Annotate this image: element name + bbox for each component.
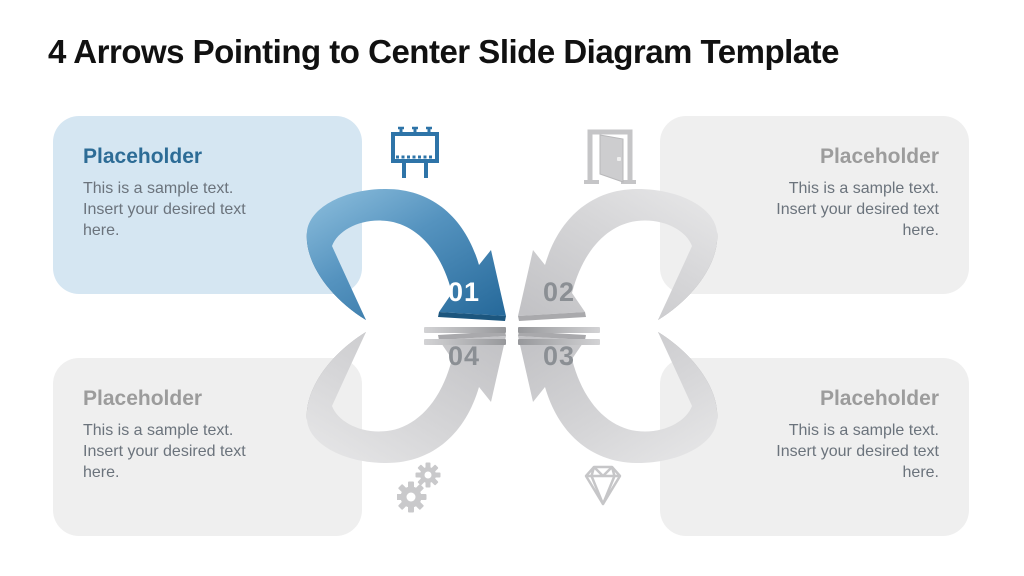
arrows-to-center-graphic xyxy=(306,189,718,463)
step-number-02: 02 xyxy=(542,277,576,307)
placeholder-title: Placeholder xyxy=(83,145,203,168)
center-divider-bar xyxy=(424,327,506,333)
placeholder-title: Placeholder xyxy=(83,387,203,410)
center-divider-bar xyxy=(518,339,600,345)
gears-icon xyxy=(397,462,441,513)
placeholder-title: Placeholder xyxy=(819,387,939,410)
slide-title: 4 Arrows Pointing to Center Slide Diagra… xyxy=(48,33,839,70)
step-number-03: 03 xyxy=(542,341,576,371)
placeholder-body: This is a sample text. Insert your desir… xyxy=(83,180,246,239)
placeholder-body: This is a sample text. Insert your desir… xyxy=(83,422,246,481)
placeholder-box-top-left: Placeholder This is a sample text. Inser… xyxy=(53,116,362,294)
placeholder-box-bottom-left: Placeholder This is a sample text. Inser… xyxy=(53,358,362,536)
door-icon xyxy=(584,129,636,184)
placeholder-box-top-right: Placeholder This is a sample text. Inser… xyxy=(660,116,969,294)
center-divider-bar xyxy=(518,327,600,333)
diamond-icon xyxy=(584,465,622,506)
billboard-icon xyxy=(391,126,439,178)
placeholder-body: This is a sample text. Insert your desir… xyxy=(776,180,939,239)
placeholder-body: This is a sample text. Insert your desir… xyxy=(776,422,939,481)
step-number-01: 01 xyxy=(447,277,481,307)
placeholder-box-bottom-right: Placeholder This is a sample text. Inser… xyxy=(660,358,969,536)
step-number-04: 04 xyxy=(447,341,481,371)
center-divider-bar xyxy=(424,339,506,345)
placeholder-title: Placeholder xyxy=(819,145,939,168)
